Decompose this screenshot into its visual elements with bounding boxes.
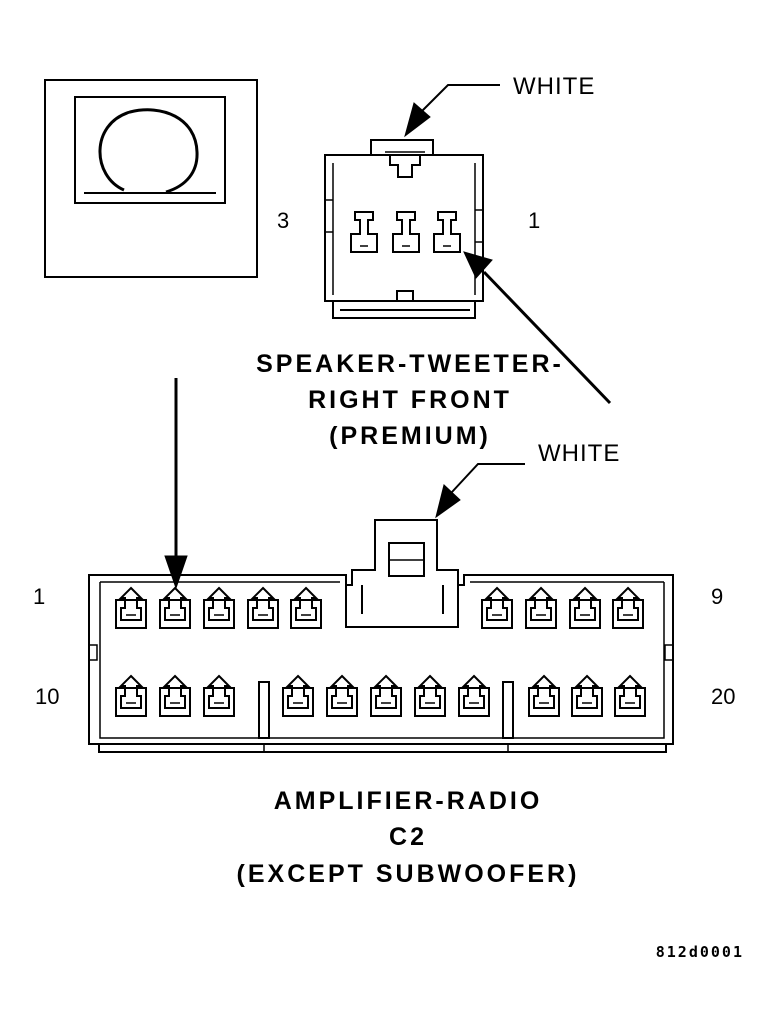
amp-color-callout: WHITE	[435, 440, 620, 519]
amp-cavity-top	[115, 586, 147, 629]
amp-cavity-top	[525, 586, 557, 629]
tweeter-latch-tab	[389, 155, 421, 178]
amp-cavity-bottom	[458, 674, 490, 717]
amp-side-notch-left	[89, 644, 98, 661]
tweeter-title-line-3: (PREMIUM)	[329, 422, 491, 450]
tweeter-bottom-notch	[396, 290, 414, 302]
amp-cavity-top	[247, 586, 279, 629]
tweeter-pin-pointer-arrow	[463, 251, 612, 405]
callout-arrowhead	[435, 484, 461, 519]
inset-frame	[44, 79, 258, 278]
amp-title-line-1: AMPLIFIER-RADIO	[274, 787, 543, 815]
amp-cavity-top	[203, 586, 235, 629]
amp-divider-left	[258, 681, 270, 739]
amp-pin-1-label: 1	[33, 584, 45, 609]
tweeter-cavity	[433, 211, 461, 253]
tweeter-title-line-2: RIGHT FRONT	[308, 386, 512, 414]
amp-side-notch-right	[664, 644, 673, 661]
tweeter-color-label: WHITE	[513, 73, 595, 100]
terminal-inset	[44, 79, 258, 278]
callout-leader	[420, 84, 500, 113]
amplifier-connector: 1 9 10 20 WHITE	[33, 378, 735, 753]
tweeter-flange	[332, 301, 476, 319]
tweeter-connector: 3 1 WHITE	[277, 73, 612, 405]
callout-leader	[451, 463, 525, 493]
amp-title-line-3: (EXCEPT SUBWOOFER)	[237, 860, 580, 888]
terminal-ring-icon	[98, 108, 199, 194]
amp-divider-right	[502, 681, 514, 739]
amp-cavity-bottom	[414, 674, 446, 717]
amp-cavity-top	[569, 586, 601, 629]
tweeter-cavities	[350, 211, 461, 253]
tweeter-title-line-1: SPEAKER-TWEETER-	[256, 350, 564, 378]
amp-pin-10-label: 10	[35, 684, 59, 709]
amp-cavity-top	[290, 586, 322, 629]
amp-inner-outline	[99, 581, 665, 739]
tweeter-color-callout: WHITE	[404, 73, 595, 138]
tweeter-pin-1-label: 1	[528, 208, 540, 233]
figure-code: 812d0001	[656, 943, 744, 961]
tweeter-cavity	[350, 211, 378, 253]
amp-cavity-bottom	[370, 674, 402, 717]
amp-cavity-bottom	[528, 674, 560, 717]
amp-cavity-bottom	[571, 674, 603, 717]
amp-cavity-bottom	[115, 674, 147, 717]
tweeter-pin-3-label: 3	[277, 208, 289, 233]
amp-cavity-top	[159, 586, 191, 629]
amp-cavity-top	[481, 586, 513, 629]
amp-title-line-2: C2	[389, 823, 427, 851]
amp-pin-20-label: 20	[711, 684, 735, 709]
amp-color-label: WHITE	[538, 440, 620, 467]
callout-arrowhead	[404, 102, 431, 138]
tweeter-cavity	[392, 211, 420, 253]
amp-latch-guide	[345, 585, 459, 628]
amp-cavity-bottom	[159, 674, 191, 717]
amp-bottom-rail	[98, 744, 667, 753]
amp-cavity-bottom	[326, 674, 358, 717]
amp-pin-pointer-arrow	[164, 378, 188, 590]
inset-inner-frame	[74, 96, 226, 204]
amp-housing	[88, 519, 674, 745]
amp-title: AMPLIFIER-RADIO C2 (EXCEPT SUBWOOFER)	[237, 787, 580, 888]
tweeter-title: SPEAKER-TWEETER- RIGHT FRONT (PREMIUM)	[256, 350, 564, 450]
amp-cavities	[115, 586, 646, 717]
amp-cavity-bottom	[282, 674, 314, 717]
amp-cavity-bottom	[203, 674, 235, 717]
amp-cavity-bottom	[614, 674, 646, 717]
amp-pin-9-label: 9	[711, 584, 723, 609]
amp-cavity-top	[612, 586, 644, 629]
